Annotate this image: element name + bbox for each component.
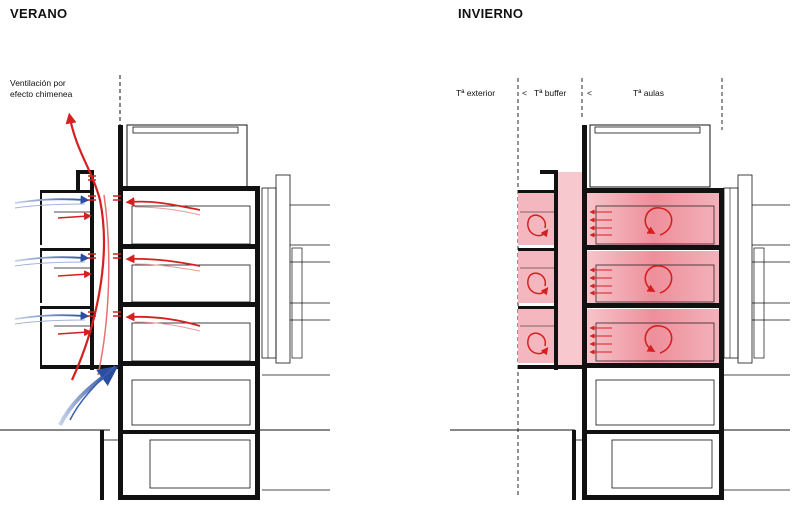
winter-title: INVIERNO — [458, 6, 524, 21]
zone-label-classrooms: Tª aulas — [633, 88, 665, 98]
winter-section — [450, 78, 790, 500]
comparison-symbol-1: < — [522, 88, 527, 98]
summer-title: VERANO — [10, 6, 68, 21]
summer-section — [0, 75, 330, 500]
ventilation-label-line1: Ventilación por — [10, 78, 66, 88]
comparison-symbol-2: < — [587, 88, 592, 98]
zone-label-exterior: Tª exterior — [456, 88, 496, 98]
ventilation-label-line2: efecto chimenea — [10, 89, 73, 99]
zone-label-buffer: Tª buffer — [534, 88, 567, 98]
